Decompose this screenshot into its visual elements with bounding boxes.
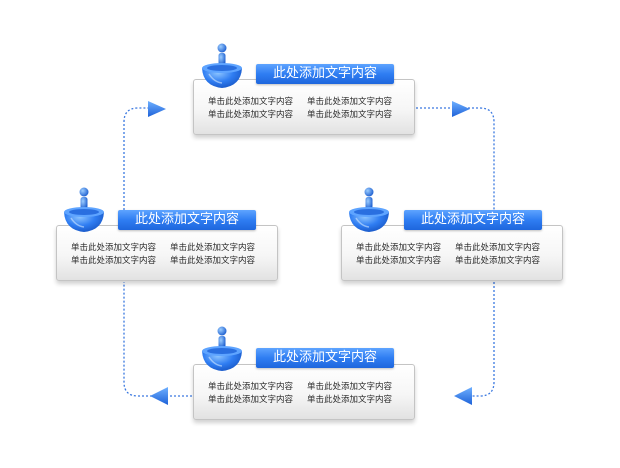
body-line: 单击此处添加文字内容 [208, 382, 294, 392]
node-title: 此处添加文字内容 [256, 348, 394, 368]
body-line: 单击此处添加文字内容 [307, 395, 393, 405]
node-title: 此处添加文字内容 [118, 210, 256, 230]
body-line: 单击此处添加文字内容 [307, 110, 393, 120]
body-line: 单击此处添加文字内容 [208, 110, 294, 120]
user-bowl-icon [348, 186, 390, 233]
node-body-text: 单击此处添加文字内容 单击此处添加文字内容 单击此处添加文字内容 单击此处添加文… [194, 381, 414, 406]
connector-top-right [412, 107, 495, 226]
triangle-arrow-icon [148, 101, 166, 117]
node-left-box: 单击此处添加文字内容 单击此处添加文字内容 单击此处添加文字内容 单击此处添加文… [56, 225, 278, 281]
node-body-text: 单击此处添加文字内容 单击此处添加文字内容 单击此处添加文字内容 单击此处添加文… [194, 96, 414, 121]
connector-bottom-right [462, 282, 495, 397]
body-line: 单击此处添加文字内容 [356, 256, 442, 266]
node-body-text: 单击此处添加文字内容 单击此处添加文字内容 单击此处添加文字内容 单击此处添加文… [342, 242, 562, 267]
triangle-arrow-icon [150, 387, 168, 405]
body-line: 单击此处添加文字内容 [71, 256, 157, 266]
body-line: 单击此处添加文字内容 [455, 256, 541, 266]
body-line: 单击此处添加文字内容 [208, 395, 294, 405]
connector-top-left [123, 107, 156, 226]
body-line: 单击此处添加文字内容 [307, 97, 393, 107]
body-line: 单击此处添加文字内容 [307, 382, 393, 392]
body-line: 单击此处添加文字内容 [170, 256, 256, 266]
node-bottom-box: 单击此处添加文字内容 单击此处添加文字内容 单击此处添加文字内容 单击此处添加文… [193, 364, 415, 420]
node-title: 此处添加文字内容 [404, 210, 542, 230]
body-line: 单击此处添加文字内容 [208, 97, 294, 107]
triangle-arrow-icon [452, 101, 470, 117]
body-line: 单击此处添加文字内容 [356, 243, 442, 253]
connector-bottom-left [123, 282, 196, 397]
node-top-box: 单击此处添加文字内容 单击此处添加文字内容 单击此处添加文字内容 单击此处添加文… [193, 79, 415, 135]
node-body-text: 单击此处添加文字内容 单击此处添加文字内容 单击此处添加文字内容 单击此处添加文… [57, 242, 277, 267]
body-line: 单击此处添加文字内容 [170, 243, 256, 253]
triangle-arrow-icon [454, 387, 472, 405]
user-bowl-icon [63, 186, 105, 233]
user-bowl-icon [201, 42, 243, 89]
body-line: 单击此处添加文字内容 [455, 243, 541, 253]
user-bowl-icon [201, 325, 243, 372]
body-line: 单击此处添加文字内容 [71, 243, 157, 253]
node-title: 此处添加文字内容 [256, 64, 394, 84]
